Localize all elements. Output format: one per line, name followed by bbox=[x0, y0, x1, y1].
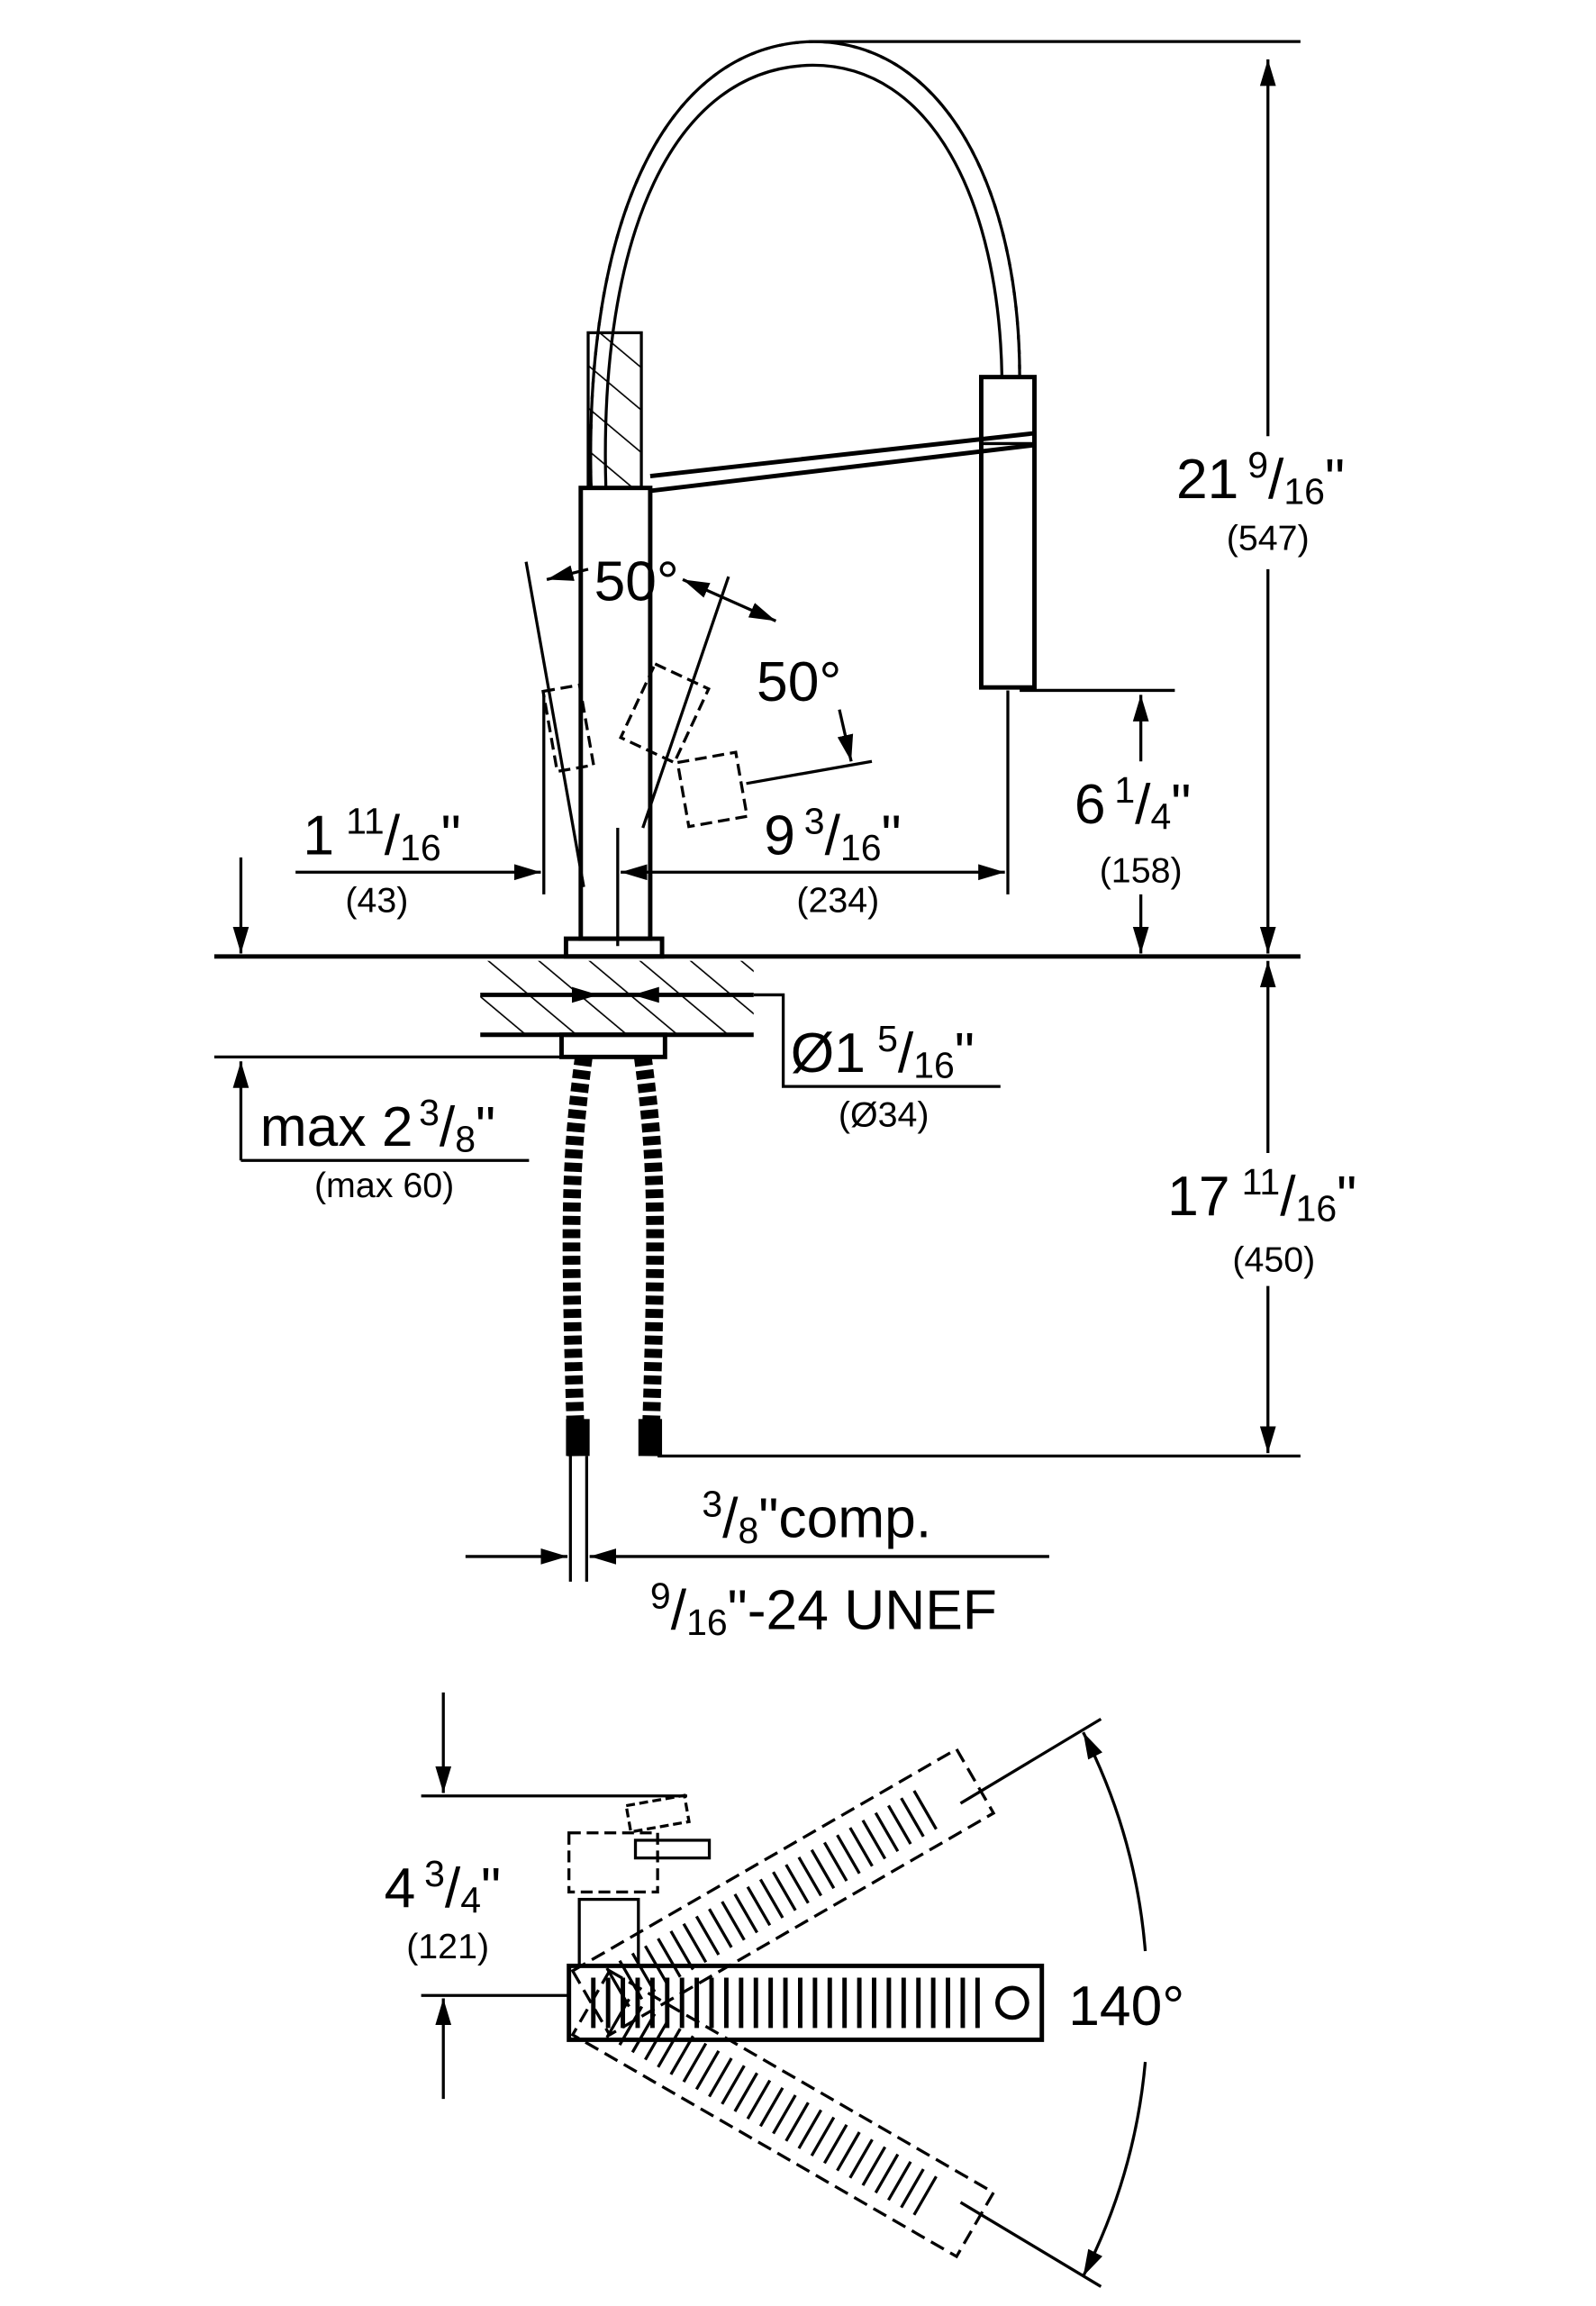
connection-comp-label: 3/8"comp. bbox=[702, 1484, 931, 1552]
hole-diameter-mm: (Ø34) bbox=[839, 1094, 929, 1134]
angle-left-label: 50° bbox=[594, 550, 679, 613]
angle-right-label: 50° bbox=[757, 651, 841, 713]
spring-coil bbox=[589, 40, 1021, 488]
dimension-lines bbox=[213, 40, 1301, 1565]
spray-holder-bar bbox=[649, 431, 1037, 494]
clearance-mm: (121) bbox=[406, 1927, 489, 1966]
spray-arm-center bbox=[567, 1963, 1045, 2042]
faucet-side-view bbox=[213, 40, 1301, 1582]
spray-arm-lower bbox=[570, 1968, 996, 2259]
swivel-angle-label: 140° bbox=[1068, 1975, 1184, 2038]
supply-hose-left bbox=[562, 1056, 593, 1457]
connection-thread-label: 9/16"-24 UNEF bbox=[650, 1575, 997, 1643]
supply-hose-right bbox=[633, 1056, 665, 1457]
spray-head bbox=[978, 375, 1037, 690]
hose-length-mm: (450) bbox=[1232, 1239, 1315, 1279]
height-total-mm: (547) bbox=[1227, 519, 1310, 558]
reach-mm: (234) bbox=[796, 881, 879, 921]
offset-left-mm: (43) bbox=[345, 881, 408, 921]
deck-thickness-mm: (max 60) bbox=[314, 1166, 454, 1205]
spout-height-mm: (158) bbox=[1100, 851, 1183, 891]
